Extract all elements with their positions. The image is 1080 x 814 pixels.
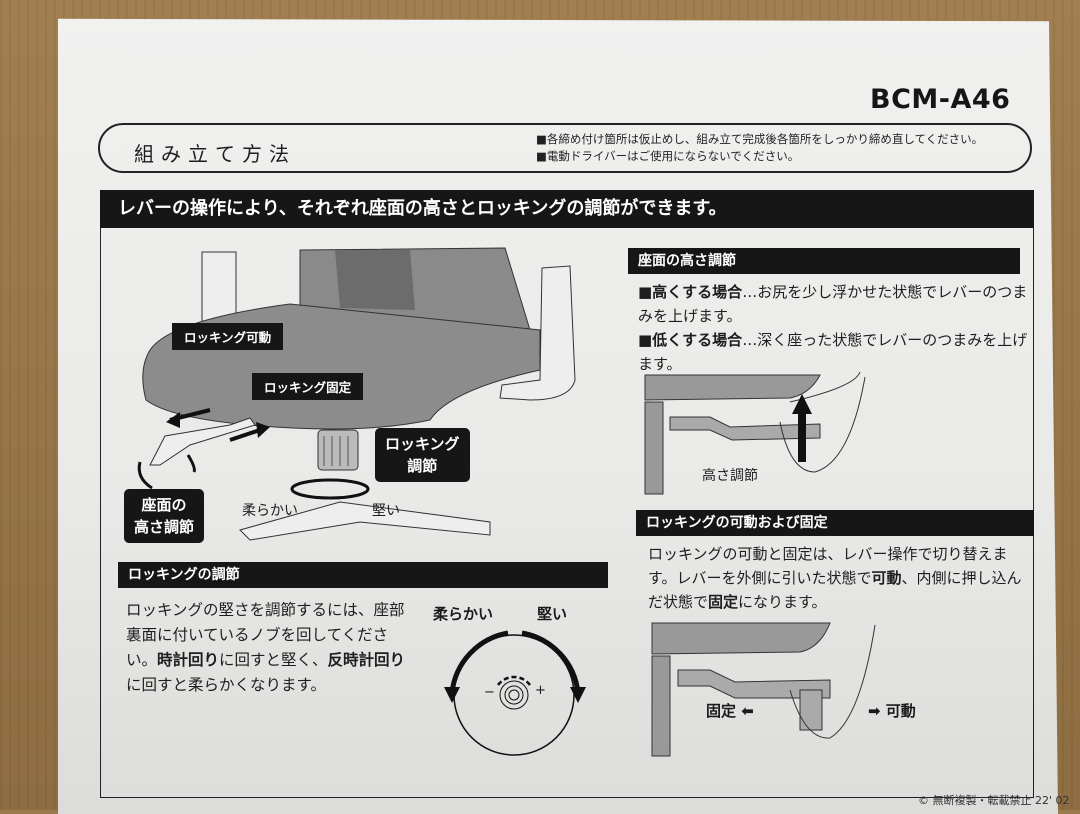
label-rocking-adjust: ロッキング 調節 [375,428,470,482]
rocking-lock-heading: ロッキングの可動および固定 [636,510,1034,536]
height-adjust-label: 高さ調節 [702,468,758,484]
section-banner: レバーの操作により、それぞれ座面の高さとロッキングの調節ができます。 [100,190,1034,228]
note-1: ■各締め付け箇所は仮止めし、組み立て完成後各箇所をしっかり締め直してください。 [536,132,984,146]
rocking-adjust-heading: ロッキングの調節 [118,562,608,588]
knob-minus: − [484,685,495,700]
seat-height-heading: 座面の高さ調節 [628,248,1020,274]
label-soft: 柔らかい [242,503,298,519]
page-title: 組み立て方法 [134,142,296,166]
lock-fixed-label: 固定 ⬅ [706,702,754,720]
knob-plus: + [535,683,546,698]
rocking-lever-figure [651,622,876,757]
header-pill [98,123,1032,173]
model-number: BCM-A46 [870,84,1011,115]
label-seat-height-adjust: 座面の 高さ調節 [124,489,205,543]
seat-height-instructions: ■高くする場合…お尻を少し浮かせた状態でレバーのつまみを上げます。 ■低くする場… [638,280,1028,376]
rocking-adjust-text: ロッキングの堅さを調節するには、座部裏面に付いているノブを回してください。時計回… [126,601,406,694]
copyright-footer: © 無断複製・転載禁止 22' 02 [918,794,1070,807]
lower-instruction: ■低くする場合…深く座った状態でレバーのつまみを上げます。 [638,331,1028,373]
label-rocking-movable: ロッキング可動 [172,323,284,350]
assembly-notes: ■各締め付け箇所は仮止めし、組み立て完成後各箇所をしっかり締め直してください。 … [536,131,983,165]
rocking-lock-text: ロッキングの可動と固定は、レバー操作で切り替えます。レバーを外側に引いた状態で可… [648,545,1022,611]
height-lever-figure [644,372,866,495]
raise-instruction: ■高くする場合…お尻を少し浮かせた状態でレバーのつまみを上げます。 [638,283,1028,325]
note-2: ■電動ドライバーはご使用にならないでください。 [536,149,800,163]
knob-soft-label: 柔らかい [433,605,494,623]
knob-diagram [444,630,586,756]
label-rocking-fixed: ロッキング固定 [252,373,364,400]
label-hard: 堅い [372,503,400,519]
knob-hard-label: 堅い [537,605,568,623]
lock-movable-label: ➡ 可動 [868,702,916,720]
